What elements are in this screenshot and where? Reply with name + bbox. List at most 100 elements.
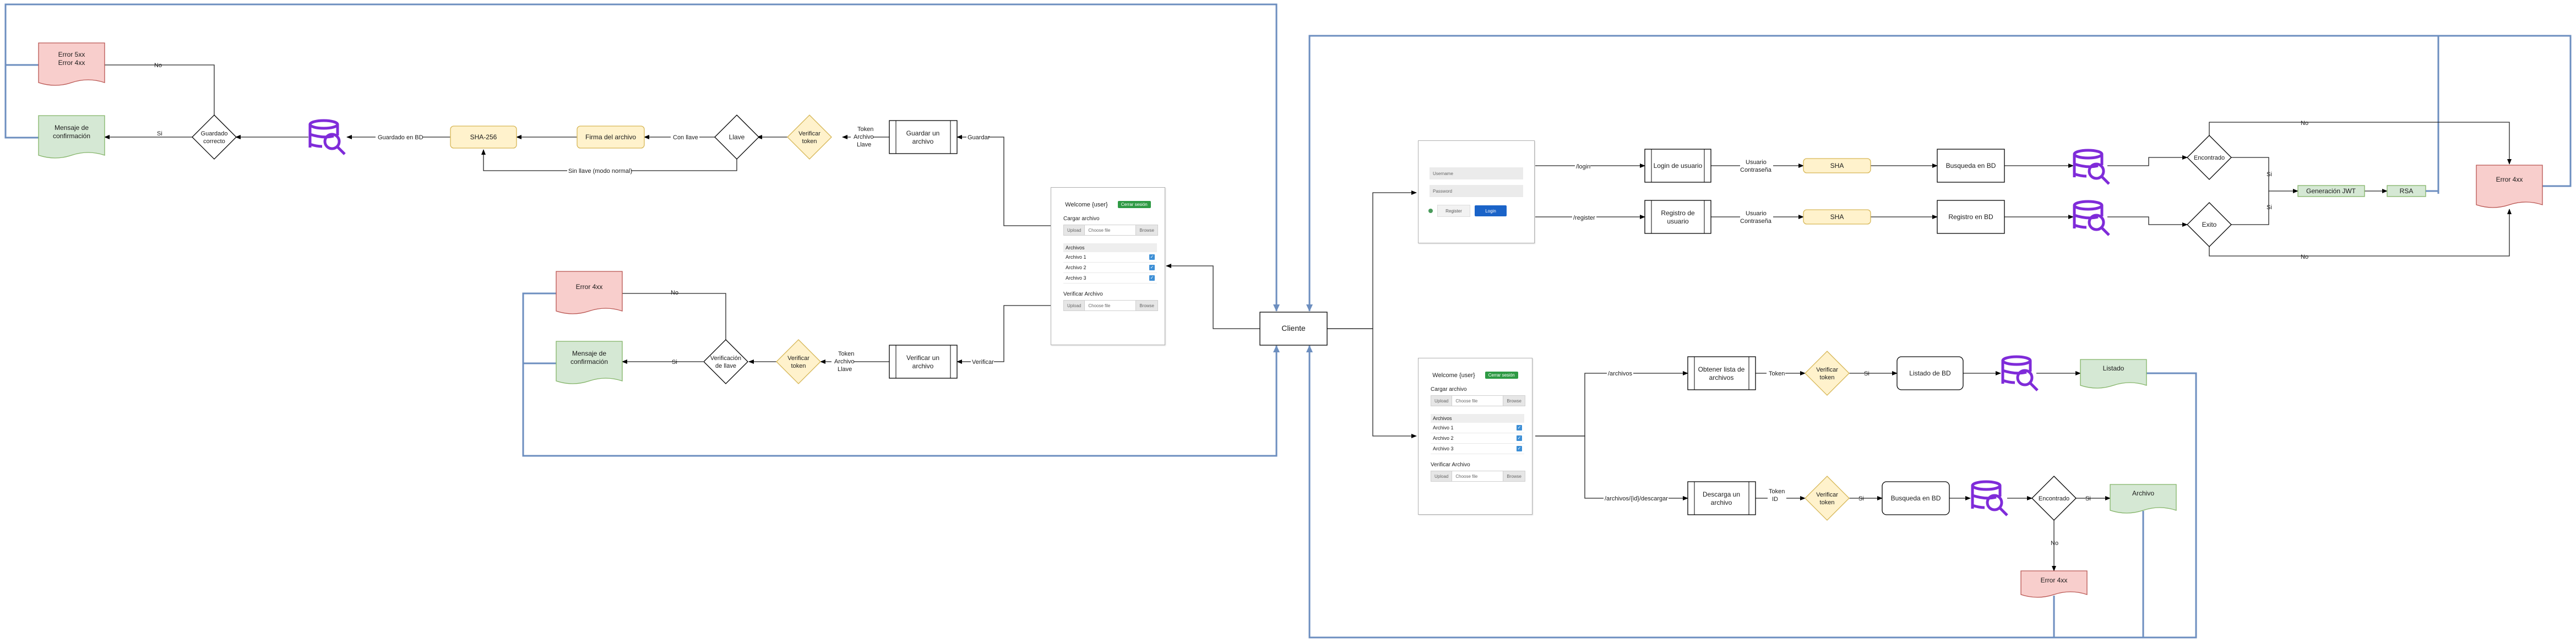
node-busqueda-bd-download[interactable]: Busqueda en BD: [1882, 481, 1950, 515]
browse-button[interactable]: Browse: [1135, 301, 1157, 310]
svg-text:SHA: SHA: [1830, 213, 1844, 221]
file-list-title: Archivos: [1431, 414, 1524, 423]
node-exito[interactable]: Exito: [2187, 202, 2232, 247]
node-verificar-token-top[interactable]: Verificar token: [787, 115, 832, 160]
password-field[interactable]: Password: [1430, 185, 1523, 197]
node-verificar-archivo[interactable]: Verificar un archivo: [889, 345, 958, 379]
logout-button[interactable]: Cerrar sesión: [1117, 201, 1151, 208]
svg-text:Error 4xx: Error 4xx: [2041, 576, 2068, 584]
upload-button[interactable]: Upload: [1431, 396, 1453, 406]
edge-label-sin-llave: Sin llave (modo normal): [568, 168, 632, 175]
edge-label-id: ID: [1772, 496, 1778, 503]
node-registro-bd[interactable]: Registro en BD: [1937, 200, 2005, 234]
upload-mockup-left: Welcome {user} Cerrar sesión Cargar arch…: [1051, 187, 1165, 345]
svg-text:usuario: usuario: [1667, 217, 1689, 225]
node-encontrado-download[interactable]: Encontrado: [2031, 476, 2077, 521]
node-sha256[interactable]: SHA-256: [450, 126, 517, 149]
svg-text:Cliente: Cliente: [1281, 324, 1306, 333]
node-listado[interactable]: Listado: [2080, 359, 2147, 389]
browse-button[interactable]: Browse: [1503, 396, 1525, 406]
node-verificacion-llave[interactable]: Verificación de llave: [703, 339, 748, 384]
database-search-icon: [2073, 149, 2110, 185]
node-generacion-jwt[interactable]: Generación JWT: [2297, 185, 2365, 197]
node-mensaje-confirmacion-top[interactable]: Mensaje de confirmación: [38, 115, 105, 159]
browse-button[interactable]: Browse: [1135, 225, 1157, 235]
node-llave[interactable]: Llave: [714, 115, 759, 160]
svg-text:SHA-256: SHA-256: [470, 133, 497, 141]
upload-button[interactable]: Upload: [1064, 225, 1085, 235]
file-list-title: Archivos: [1063, 243, 1157, 252]
cargar-label: Cargar archivo: [1063, 216, 1100, 222]
edge-label-si-7: Si: [2085, 495, 2091, 502]
node-rsa[interactable]: RSA: [2387, 185, 2426, 197]
login-mockup: Username Password Register Login: [1418, 140, 1535, 243]
logout-button[interactable]: Cerrar sesión: [1485, 372, 1518, 379]
database-search-icon: [2001, 355, 2039, 391]
svg-text:Error 5xx: Error 5xx: [58, 51, 85, 58]
login-button[interactable]: Login: [1475, 205, 1507, 216]
node-mensaje-confirmacion-mid[interactable]: Mensaje de confirmación: [556, 341, 623, 384]
node-login-usuario[interactable]: Login de usuario: [1644, 149, 1711, 183]
node-guardar-archivo[interactable]: Guardar un archivo: [889, 120, 958, 154]
node-listado-bd[interactable]: Listado de BD: [1896, 356, 1964, 390]
node-busqueda-bd-login[interactable]: Busqueda en BD: [1937, 149, 2005, 183]
svg-text:Error 4xx: Error 4xx: [58, 59, 85, 67]
check-icon[interactable]: ✓: [1517, 425, 1522, 431]
node-archivo[interactable]: Archivo: [2110, 484, 2177, 514]
list-item[interactable]: Archivo 3✓: [1063, 273, 1157, 284]
svg-text:Guardado: Guardado: [201, 130, 228, 137]
node-firma-archivo[interactable]: Firma del archivo: [577, 126, 645, 149]
edge-label-si-2: Si: [672, 359, 677, 366]
node-verificar-token-mid[interactable]: Verificar token: [776, 339, 821, 384]
file-list: Archivos Archivo 1✓ Archivo 2✓ Archivo 3…: [1063, 243, 1157, 284]
edge-label-token-3: Token: [1769, 370, 1785, 377]
node-error-4xx-right[interactable]: Error 4xx: [2476, 165, 2543, 208]
list-item[interactable]: Archivo 3✓: [1431, 444, 1524, 454]
upload-button[interactable]: Upload: [1064, 301, 1085, 310]
svg-text:Encontrado: Encontrado: [2039, 495, 2069, 502]
edge-label-token-2: Token: [838, 351, 854, 357]
check-icon[interactable]: ✓: [1149, 275, 1155, 281]
edge-label-si-6: Si: [1858, 495, 1864, 502]
node-sha-login[interactable]: SHA: [1803, 158, 1871, 173]
list-item[interactable]: Archivo 2✓: [1063, 263, 1157, 273]
check-icon[interactable]: ✓: [1517, 446, 1522, 451]
node-verificar-token-download[interactable]: Verificar token: [1805, 476, 1850, 521]
edge-label-no-4: No: [2301, 254, 2308, 260]
node-encontrado[interactable]: Encontrado: [2187, 135, 2232, 180]
node-error-4xx-bottom[interactable]: Error 4xx: [2020, 570, 2088, 598]
node-error-4xx-mid[interactable]: Error 4xx: [556, 271, 623, 314]
node-descarga-archivo[interactable]: Descarga un archivo: [1687, 481, 1756, 515]
welcome-text: Welcome {user}: [1065, 201, 1108, 208]
register-button[interactable]: Register: [1437, 205, 1470, 217]
edge-label-usuario: Usuario: [1746, 159, 1767, 166]
svg-text:Busqueda en BD: Busqueda en BD: [1946, 162, 1996, 170]
node-obtener-lista[interactable]: Obtener lista de archivos: [1687, 356, 1756, 390]
verify-upload-control[interactable]: Upload Choose file Browse: [1063, 300, 1158, 311]
verificar-label: Verificar Archivo: [1063, 291, 1103, 297]
svg-text:Generación JWT: Generación JWT: [2306, 187, 2356, 195]
svg-text:Login de usuario: Login de usuario: [1654, 162, 1703, 170]
node-cliente[interactable]: Cliente: [1259, 312, 1328, 346]
choose-file-text: Choose file: [1455, 473, 1478, 479]
node-error-5xx-4xx[interactable]: Error 5xx Error 4xx: [38, 42, 105, 86]
check-icon[interactable]: ✓: [1517, 435, 1522, 441]
svg-text:Firma del archivo: Firma del archivo: [585, 133, 636, 141]
upload-button[interactable]: Upload: [1431, 471, 1453, 481]
browse-button[interactable]: Browse: [1503, 471, 1525, 481]
upload-control[interactable]: Upload Choose file Browse: [1431, 395, 1525, 406]
node-registro-usuario[interactable]: Registro de usuario: [1644, 200, 1711, 234]
username-field[interactable]: Username: [1430, 167, 1523, 179]
node-guardado-correcto[interactable]: Guardado correcto: [192, 115, 237, 160]
upload-control[interactable]: Upload Choose file Browse: [1063, 225, 1158, 236]
edge-label-archivos-descargar: /archivos/{id}/descargar: [1605, 495, 1668, 502]
verify-upload-control[interactable]: Upload Choose file Browse: [1431, 471, 1525, 482]
list-item[interactable]: Archivo 1✓: [1063, 252, 1157, 263]
check-icon[interactable]: ✓: [1149, 265, 1155, 270]
edge-label-llave-2: Llave: [838, 366, 852, 373]
node-sha-register[interactable]: SHA: [1803, 209, 1871, 225]
list-item[interactable]: Archivo 1✓: [1431, 423, 1524, 433]
list-item[interactable]: Archivo 2✓: [1431, 433, 1524, 444]
node-verificar-token-list[interactable]: Verificar token: [1805, 351, 1850, 396]
check-icon[interactable]: ✓: [1149, 254, 1155, 260]
